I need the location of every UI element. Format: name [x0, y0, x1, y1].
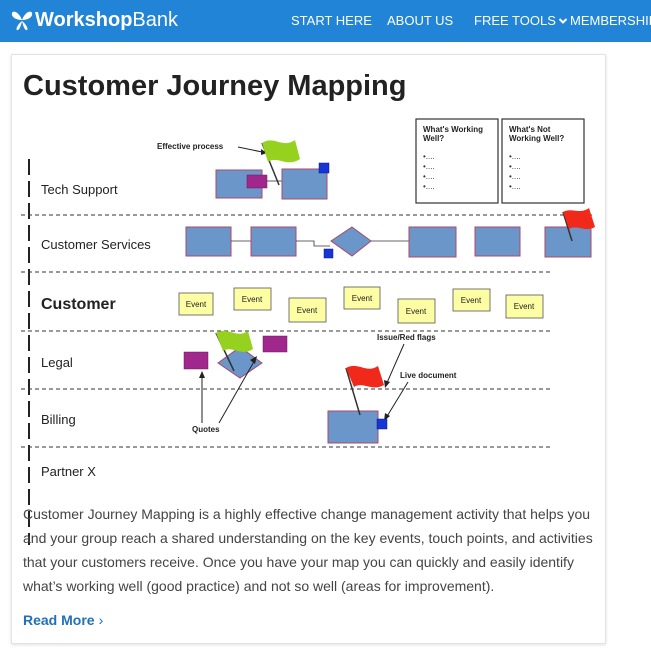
arrowhead: [250, 356, 257, 364]
brand-name-bold: Workshop: [35, 9, 133, 31]
event-card: [452, 288, 491, 312]
read-more-label: Read More: [23, 612, 95, 628]
working-well-title: What's Working: [423, 125, 483, 134]
lane-label-customer-services: Customer Services: [41, 237, 151, 252]
customer-journey-map-image: Tech Support Customer Services Customer …: [21, 118, 595, 545]
flag-pole: [562, 211, 573, 242]
process-box: [327, 410, 379, 444]
green-flag-icon: [262, 140, 300, 163]
process-box: [408, 226, 457, 258]
event-label: Event: [352, 294, 373, 303]
lane-label-customer: Customer: [41, 296, 116, 313]
not-working-well-box: [501, 118, 585, 204]
not-working-well-bullet: •....: [509, 162, 521, 171]
not-working-well-bullet: •....: [509, 152, 521, 161]
butterfly-icon: [11, 11, 33, 31]
nav-about-us-label: ABOUT US: [387, 13, 454, 28]
event-card: [397, 298, 436, 324]
top-navigation-bar: WorkshopBank START HERE ABOUT US FREE TO…: [0, 0, 651, 42]
nav-membership[interactable]: MEMBERSHIP: [570, 13, 651, 29]
chevron-down-icon: [558, 18, 568, 24]
working-well-box: [415, 118, 499, 204]
article-card: Customer Journey Mapping Tech Support Cu…: [11, 54, 606, 644]
working-well-title: Well?: [423, 134, 444, 143]
event-label: Event: [406, 307, 427, 316]
process-box: [474, 226, 521, 257]
working-well-bullet: •....: [423, 182, 435, 191]
process-box: [544, 226, 592, 258]
process-box: [185, 226, 232, 257]
brand-logo[interactable]: WorkshopBank: [11, 7, 178, 33]
live-document-marker: [376, 418, 388, 430]
annotation-arrow: [218, 357, 257, 424]
process-box: [250, 226, 297, 257]
event-card: [343, 286, 381, 310]
nav-start-here-label: START HERE: [291, 13, 372, 28]
nav-about-us[interactable]: ABOUT US: [387, 13, 453, 29]
red-flag-icon: [346, 365, 384, 388]
event-label: Event: [461, 296, 482, 305]
event-label: Event: [297, 306, 318, 315]
annotation-live-document: Live document: [400, 371, 457, 380]
brand-name-light: Bank: [132, 9, 179, 31]
lane-label-tech-support: Tech Support: [41, 182, 118, 197]
lane-label-billing: Billing: [41, 412, 76, 427]
annotation-arrow: [385, 343, 405, 386]
working-well-bullet: •....: [423, 162, 435, 171]
quote-note: [246, 174, 268, 189]
green-flag-icon: [216, 330, 253, 352]
event-label: Event: [514, 302, 535, 311]
process-box: [281, 168, 328, 200]
nav-free-tools-label: FREE TOOLS: [474, 13, 556, 28]
event-card: [505, 294, 544, 319]
live-document-marker: [323, 248, 334, 259]
lane-label-legal: Legal: [41, 355, 73, 370]
event-label: Event: [242, 295, 263, 304]
not-working-well-title: What's Not: [509, 125, 551, 134]
live-document-marker: [318, 162, 330, 174]
not-working-well-bullet: •....: [509, 182, 521, 191]
not-working-well-bullet: •....: [509, 172, 521, 181]
brand-name: WorkshopBank: [35, 7, 178, 33]
decision-diamond: [330, 226, 372, 257]
event-label: Event: [186, 300, 207, 309]
arrowhead: [199, 371, 205, 378]
lane-label-partner-x: Partner X: [41, 464, 96, 479]
working-well-bullet: •....: [423, 172, 435, 181]
card-description: Customer Journey Mapping is a highly eff…: [23, 506, 593, 594]
red-flag-icon: [563, 208, 595, 230]
annotation-effective-process: Effective process: [157, 142, 224, 151]
nav-free-tools[interactable]: FREE TOOLS: [474, 13, 568, 29]
nav-start-here[interactable]: START HERE: [291, 13, 372, 29]
arrowhead: [384, 380, 390, 388]
not-working-well-title: Working Well?: [509, 134, 564, 143]
working-well-bullet: •....: [423, 152, 435, 161]
annotation-issue-red-flags: Issue/Red flags: [377, 333, 436, 342]
annotation-arrow: [385, 381, 409, 419]
quote-note: [262, 335, 288, 353]
quote-note: [183, 351, 209, 370]
connector-line: [296, 240, 330, 247]
card-title: Customer Journey Mapping: [23, 70, 407, 102]
annotation-quotes: Quotes: [192, 425, 220, 434]
flag-pole: [345, 367, 361, 416]
event-card: [233, 287, 272, 311]
event-card: [288, 297, 327, 323]
chevron-right-icon: ›: [98, 612, 104, 628]
event-card: [178, 292, 214, 316]
nav-membership-label: MEMBERSHIP: [570, 13, 651, 28]
read-more-link[interactable]: Read More›: [23, 611, 103, 629]
